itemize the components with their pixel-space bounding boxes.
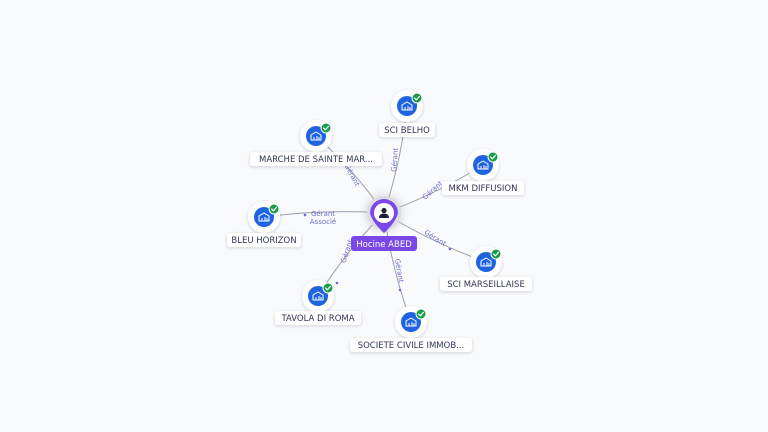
relation-label: Gérant <box>390 147 400 172</box>
relation-label: Gérant <box>311 210 335 218</box>
check-icon <box>322 282 334 294</box>
company-name: SCI BELHO <box>384 126 430 136</box>
company-name: SCI MARSEILLAISE <box>447 280 525 290</box>
edge-arrow-societe-civile-immob <box>398 288 402 292</box>
company-name: SOCIETE CIVILE IMMOB... <box>358 341 465 351</box>
center-label-box <box>351 236 417 251</box>
company-node-circle <box>473 155 493 175</box>
company-label-box <box>275 311 361 325</box>
company-node-sci-marseillaise[interactable]: SCI MARSEILLAISE <box>440 246 532 291</box>
nodes-layer: SCI BELHO MARCHE DE SAINTE MAR... MKM DIFF… <box>227 90 532 352</box>
relation-label: Gérant <box>423 229 448 249</box>
company-node-circle <box>476 252 496 272</box>
company-name: MKM DIFFUSION <box>449 184 518 194</box>
company-label-box <box>350 338 472 352</box>
edge-arrow-tavola-di-roma <box>335 281 339 285</box>
company-node-circle <box>401 312 421 332</box>
check-icon <box>320 122 332 134</box>
building-icon <box>477 160 489 170</box>
building-icon <box>310 131 322 141</box>
company-label-box <box>227 233 301 247</box>
company-node-bleu-horizon[interactable]: BLEU HORIZON <box>227 201 301 247</box>
person-icon <box>379 207 389 218</box>
company-node-marche-de-sainte-mar[interactable]: MARCHE DE SAINTE MAR... <box>250 120 382 166</box>
company-name: TAVOLA DI ROMA <box>280 314 354 324</box>
center-node[interactable]: Hocine ABED <box>351 194 417 251</box>
company-node-circle <box>254 207 274 227</box>
edge-arrow-bleu-horizon <box>303 213 307 217</box>
edge-arrow-sci-marseillaise <box>448 247 452 251</box>
company-label-box <box>250 152 382 166</box>
company-node-circle <box>308 286 328 306</box>
check-icon <box>490 248 502 260</box>
company-name: BLEU HORIZON <box>231 236 296 246</box>
building-icon <box>401 101 413 111</box>
building-icon <box>312 291 324 301</box>
check-icon <box>411 92 423 104</box>
company-label-box <box>440 277 532 291</box>
company-label-box <box>379 123 435 137</box>
company-node-circle <box>397 96 417 116</box>
person-name: Hocine ABED <box>356 240 412 250</box>
relation-label: Gérant <box>421 179 444 201</box>
building-icon <box>405 317 417 327</box>
company-label-box <box>442 181 524 195</box>
company-node-tavola-di-roma[interactable]: TAVOLA DI ROMA <box>275 280 361 325</box>
company-name: MARCHE DE SAINTE MAR... <box>259 155 373 165</box>
company-node-circle <box>306 126 326 146</box>
building-icon <box>258 212 270 222</box>
relation-label: Gérant <box>343 163 361 188</box>
company-node-mkm-diffusion[interactable]: MKM DIFFUSION <box>442 149 524 195</box>
building-icon <box>480 257 492 267</box>
company-node-societe-civile-immob[interactable]: SOCIETE CIVILE IMMOB... <box>350 306 472 352</box>
check-icon <box>487 151 499 163</box>
relation-label: Associé <box>310 218 336 226</box>
check-icon <box>268 203 280 215</box>
company-node-sci-belho[interactable]: SCI BELHO <box>379 90 435 137</box>
check-icon <box>415 308 427 320</box>
